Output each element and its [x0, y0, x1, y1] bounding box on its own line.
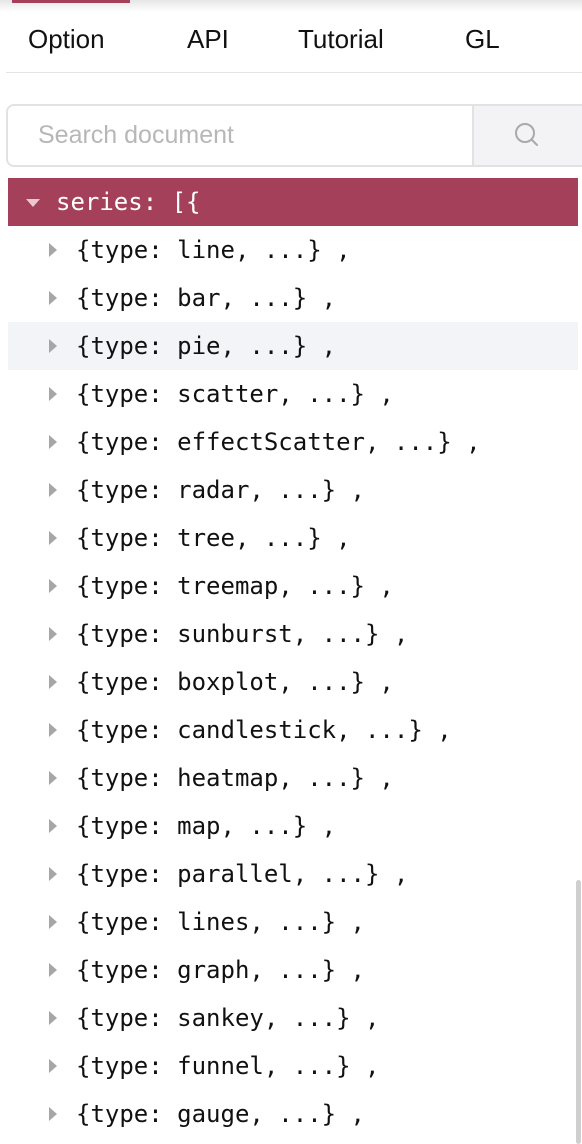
caret-right-icon[interactable] [49, 483, 57, 497]
caret-right-icon[interactable] [49, 579, 57, 593]
tree-item-label: {type: sankey, ...} , [76, 1004, 380, 1032]
tree-item-label: {type: funnel, ...} , [76, 1052, 380, 1080]
caret-right-icon[interactable] [49, 291, 57, 305]
tree-item[interactable]: {type: tree, ...} , [8, 514, 578, 562]
caret-right-icon[interactable] [49, 1059, 57, 1073]
caret-right-icon[interactable] [49, 723, 57, 737]
tree-item-label: {type: pie, ...} , [76, 332, 337, 360]
tree-node-label: series: [{ [56, 188, 201, 216]
tree-item-label: {type: lines, ...} , [76, 908, 365, 936]
caret-right-icon[interactable] [49, 915, 57, 929]
search-box [6, 104, 582, 167]
tree-item[interactable]: {type: heatmap, ...} , [8, 754, 578, 802]
tree-item-label: {type: boxplot, ...} , [76, 668, 394, 696]
top-shadow [0, 0, 582, 12]
tree-item[interactable]: {type: graph, ...} , [8, 946, 578, 994]
tree-item[interactable]: {type: bar, ...} , [8, 274, 578, 322]
caret-right-icon[interactable] [49, 627, 57, 641]
tab-option[interactable]: Option [28, 24, 105, 54]
tree-item[interactable]: {type: pie, ...} , [8, 322, 578, 370]
tab-gl[interactable]: GL [465, 24, 500, 54]
scrollbar-thumb[interactable] [576, 880, 581, 1144]
search-icon [515, 123, 538, 146]
caret-right-icon[interactable] [49, 387, 57, 401]
caret-right-icon[interactable] [49, 435, 57, 449]
caret-right-icon[interactable] [49, 1011, 57, 1025]
tree-item[interactable]: {type: gauge, ...} , [8, 1090, 578, 1138]
tree-item[interactable]: {type: line, ...} , [8, 226, 578, 274]
tree-item[interactable]: {type: candlestick, ...} , [8, 706, 578, 754]
caret-right-icon[interactable] [49, 771, 57, 785]
tree-item-label: {type: map, ...} , [76, 812, 337, 840]
caret-right-icon[interactable] [49, 675, 57, 689]
tree-item[interactable]: {type: effectScatter, ...} , [8, 418, 578, 466]
tree-item[interactable]: {type: treemap, ...} , [8, 562, 578, 610]
caret-right-icon[interactable] [49, 243, 57, 257]
top-nav: Option API Tutorial GL [6, 14, 582, 73]
tree-item[interactable]: {type: funnel, ...} , [8, 1042, 578, 1090]
tree-item-label: {type: effectScatter, ...} , [76, 428, 481, 456]
tree-item[interactable]: {type: radar, ...} , [8, 466, 578, 514]
tree-item-label: {type: treemap, ...} , [76, 572, 394, 600]
tree-item-label: {type: tree, ...} , [76, 524, 351, 552]
tree-item[interactable]: {type: boxplot, ...} , [8, 658, 578, 706]
caret-right-icon[interactable] [49, 819, 57, 833]
tree-item[interactable]: {type: map, ...} , [8, 802, 578, 850]
tree-children: {type: line, ...} , {type: bar, ...} , {ty… [8, 226, 578, 1138]
tree-item[interactable]: {type: lines, ...} , [8, 898, 578, 946]
tree-node-series[interactable]: series: [{ [8, 178, 578, 226]
caret-right-icon[interactable] [49, 867, 57, 881]
option-tree: series: [{ {type: line, ...} , {type: bar… [8, 178, 578, 1138]
active-tab-indicator [12, 0, 130, 3]
caret-down-icon[interactable] [26, 199, 40, 207]
caret-right-icon[interactable] [49, 1107, 57, 1121]
tree-item[interactable]: {type: parallel, ...} , [8, 850, 578, 898]
tree-item[interactable]: {type: scatter, ...} , [8, 370, 578, 418]
tree-item-label: {type: line, ...} , [76, 236, 351, 264]
tab-api[interactable]: API [187, 24, 229, 54]
tree-item[interactable]: {type: sankey, ...} , [8, 994, 578, 1042]
tree-item-label: {type: graph, ...} , [76, 956, 365, 984]
tab-tutorial[interactable]: Tutorial [298, 24, 384, 54]
tree-item-label: {type: heatmap, ...} , [76, 764, 394, 792]
search-button[interactable] [472, 106, 582, 165]
tree-item-label: {type: bar, ...} , [76, 284, 337, 312]
tree-item-label: {type: gauge, ...} , [76, 1100, 365, 1128]
tree-item-label: {type: parallel, ...} , [76, 860, 409, 888]
tree-item-label: {type: sunburst, ...} , [76, 620, 409, 648]
caret-right-icon[interactable] [49, 339, 57, 353]
caret-right-icon[interactable] [49, 531, 57, 545]
tree-item-label: {type: radar, ...} , [76, 476, 365, 504]
tree-item-label: {type: scatter, ...} , [76, 380, 394, 408]
search-input[interactable] [8, 106, 472, 165]
tree-item[interactable]: {type: sunburst, ...} , [8, 610, 578, 658]
tree-item-label: {type: candlestick, ...} , [76, 716, 452, 744]
caret-right-icon[interactable] [49, 963, 57, 977]
